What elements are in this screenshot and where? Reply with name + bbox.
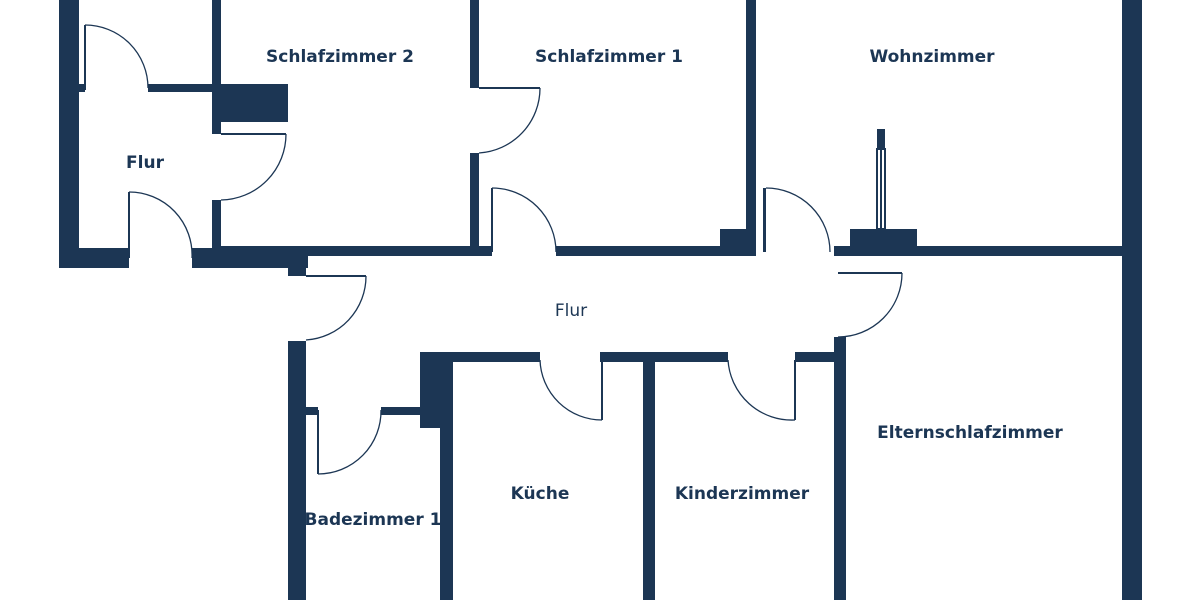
window-top-block <box>877 129 885 149</box>
door-flur-top <box>84 24 149 90</box>
wall-corridor-left <box>288 341 306 600</box>
wall-wohn-block <box>850 229 917 253</box>
door-corridor-left <box>305 275 367 341</box>
wall-corridor-bottom-1 <box>420 352 540 362</box>
wall-corridor-top-2 <box>556 246 756 256</box>
room-labels: Flur Schlafzimmer 2 Schlafzimmer 1 Wohnz… <box>126 47 1063 530</box>
label-elternschlafzimmer: Elternschlafzimmer <box>877 423 1063 443</box>
door-kueche <box>539 359 603 421</box>
wall-left-outer <box>59 0 79 268</box>
label-kueche: Küche <box>511 484 570 504</box>
window <box>876 129 886 230</box>
wall-sz1-wohn <box>746 0 756 252</box>
wall-flur-partition-top <box>78 84 85 92</box>
wall-bad-top-2 <box>381 407 421 415</box>
door-schlafzimmer-2 <box>220 133 287 201</box>
wall-flur-partition <box>148 84 216 92</box>
wall-flur-sz2-lower <box>212 200 221 250</box>
wall-bad-kueche <box>440 415 453 600</box>
label-flur-main: Flur <box>555 301 587 321</box>
wall-kinder-eltern-lower <box>834 337 846 600</box>
label-badezimmer-1: Badezimmer 1 <box>305 510 442 530</box>
wall-sz1-wohn-block <box>720 229 756 253</box>
door-schlafzimmer-1 <box>491 187 557 253</box>
chimney-block <box>221 84 288 122</box>
door-kinderzimmer <box>727 359 796 421</box>
door-badezimmer <box>317 409 382 475</box>
label-wohnzimmer: Wohnzimmer <box>869 47 995 67</box>
doors <box>84 24 903 475</box>
wall-corridor-left-top <box>288 256 306 276</box>
label-flur-small: Flur <box>126 153 165 173</box>
wall-flur-sz2-upper <box>212 0 221 134</box>
wall-wohn-door-stub <box>763 188 766 252</box>
label-kinderzimmer: Kinderzimmer <box>675 484 810 504</box>
walls <box>59 0 1142 600</box>
wall-left-bottom <box>59 248 129 268</box>
wall-corridor-top-1 <box>212 246 492 256</box>
label-schlafzimmer-2: Schlafzimmer 2 <box>266 47 414 67</box>
door-wohnzimmer <box>765 187 831 253</box>
wall-kueche-kinder <box>643 356 655 600</box>
door-schlafzimmer-1-side <box>478 87 541 154</box>
wall-sz2-sz1-upper <box>470 0 479 88</box>
door-elternschlafzimmer <box>837 272 903 338</box>
label-schlafzimmer-1: Schlafzimmer 1 <box>535 47 683 67</box>
wall-corridor-top-3 <box>838 246 1138 256</box>
door-flur-bottom <box>128 191 193 259</box>
wall-right-outer <box>1122 0 1142 600</box>
wall-bad-top-1 <box>306 407 318 415</box>
wall-corridor-bottom-3 <box>795 352 838 362</box>
wall-corridor-bottom-2 <box>600 352 728 362</box>
wall-kinder-eltern <box>834 246 846 256</box>
wall-sz2-sz1-lower <box>470 153 479 252</box>
